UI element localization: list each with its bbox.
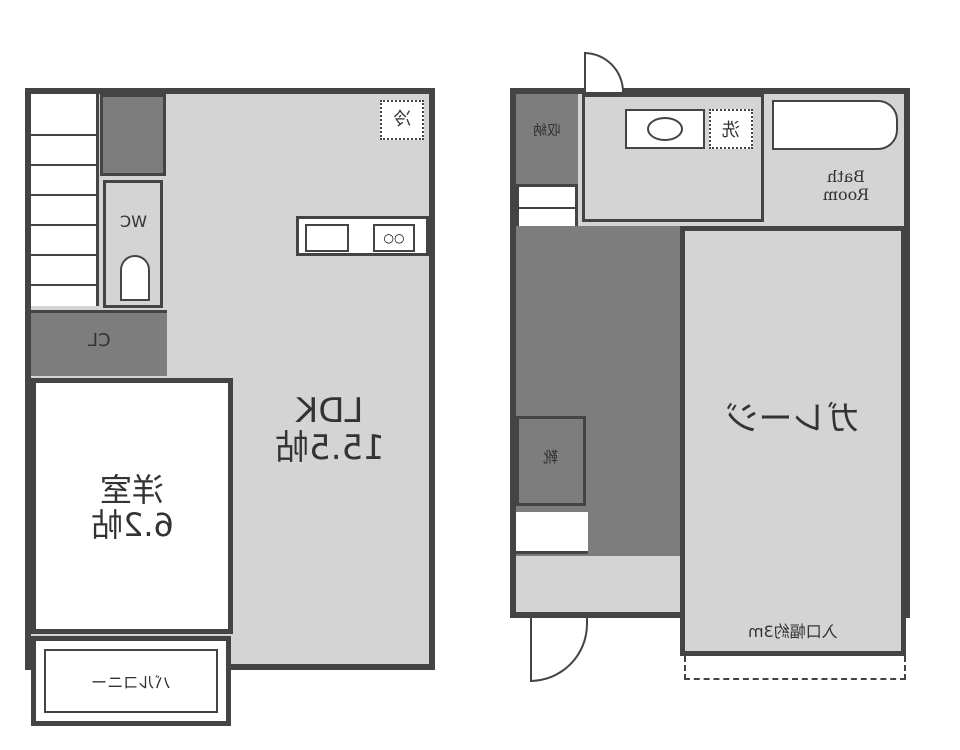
bathtub-icon xyxy=(772,100,898,150)
storage: 収納 xyxy=(516,94,578,184)
western-room: 洋室 6.2帖 xyxy=(31,378,233,634)
washer-label: 洗 xyxy=(722,120,740,141)
fridge-spot: 冷 xyxy=(380,100,424,140)
garage: ガレージ 入口幅約3m xyxy=(680,226,906,656)
step-block xyxy=(516,512,588,554)
hallway xyxy=(516,226,680,556)
washroom: 洗 xyxy=(582,94,764,222)
door-top[interactable] xyxy=(584,52,624,92)
stove-icon: ○○ xyxy=(373,224,415,252)
western-room-size: 6.2帖 xyxy=(90,506,174,545)
washer-spot: 洗 xyxy=(709,109,753,149)
garage-label: ガレージ xyxy=(725,399,861,439)
wc-label: WC xyxy=(119,212,147,231)
ldk-label: LDK 15.5帖 xyxy=(275,390,385,468)
shoe-box: 靴 xyxy=(516,416,586,506)
garage-opening xyxy=(684,656,906,680)
shoe-box-label: 靴 xyxy=(543,448,559,466)
entrance-door[interactable] xyxy=(530,618,588,682)
bath-room: Bath Room xyxy=(766,94,904,222)
fridge-label: 冷 xyxy=(393,109,411,131)
closet: CL xyxy=(31,310,167,376)
closet-label: CL xyxy=(87,330,111,351)
kitchen-counter: ○○ xyxy=(296,216,429,256)
storage-label: 収納 xyxy=(533,123,561,139)
toilet-icon xyxy=(120,255,150,301)
western-room-name: 洋室 xyxy=(99,471,164,509)
storage-closet xyxy=(100,94,166,176)
stairs xyxy=(31,94,99,306)
wc-room: WC xyxy=(103,180,163,308)
balcony-label: バルコニー xyxy=(91,673,171,692)
sink-icon xyxy=(305,224,349,252)
balcony: バルコニー xyxy=(31,636,231,726)
bath-label: Bath Room xyxy=(822,167,870,204)
washbasin-icon xyxy=(625,109,705,149)
entrance-width-label: 入口幅約3m xyxy=(748,622,838,641)
